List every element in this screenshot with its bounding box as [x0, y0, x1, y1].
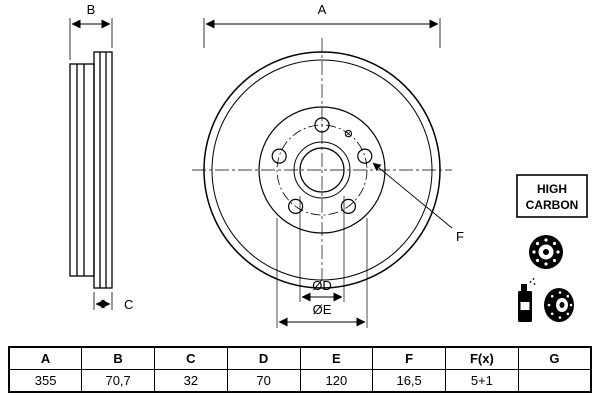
dimension-d: ØD [299, 196, 345, 302]
dimension-f: F [372, 162, 464, 244]
hat-section-outline [69, 63, 95, 277]
header-cell-e: E [299, 346, 374, 370]
bolt-hole [340, 198, 356, 214]
header-cell-g: G [517, 346, 592, 370]
value-cell-a: 355 [8, 369, 83, 393]
value-cell-f: 16,5 [372, 369, 446, 393]
header-cell-f: F [372, 346, 446, 370]
locating-pin-hole [344, 129, 353, 138]
header-cell-d: D [226, 346, 301, 370]
value-cell-e: 120 [299, 369, 374, 393]
header-cell-fx: F(x) [445, 346, 519, 370]
header-cell-c: C [154, 346, 228, 370]
dimension-c: C [93, 292, 133, 312]
bolt-hole [271, 148, 287, 164]
dimension-a: A [203, 2, 441, 48]
high-carbon-badge: HIGH CARBON [516, 174, 588, 218]
dimension-b: B [69, 2, 113, 60]
front-view [192, 38, 452, 289]
dim-e-label: ØE [313, 302, 332, 317]
value-cell-fx: 5+1 [445, 369, 519, 393]
dim-b-label: B [87, 2, 96, 17]
value-cell-b: 70,7 [81, 369, 155, 393]
bolt-hole [357, 148, 373, 164]
dimension-table: A B C D E F F(x) G 355 70,7 32 70 120 16… [8, 346, 592, 393]
brake-disc-icon [529, 235, 563, 269]
dim-d-label: ØD [312, 278, 332, 293]
disc-section-outline [93, 51, 113, 289]
drawing-canvas: B C [69, 2, 588, 328]
dim-a-label: A [318, 2, 327, 17]
spray-can-icon [518, 278, 536, 322]
high-carbon-line2: CARBON [526, 198, 579, 212]
dim-f-label: F [456, 229, 464, 244]
high-carbon-line1: HIGH [537, 182, 567, 196]
dim-c-label: C [124, 297, 133, 312]
side-view [69, 51, 113, 289]
header-cell-a: A [8, 346, 83, 370]
value-cell-g [517, 369, 592, 393]
value-cell-c: 32 [154, 369, 228, 393]
dimension-e: ØE [276, 218, 368, 328]
table-value-row: 355 70,7 32 70 120 16,5 5+1 [8, 369, 592, 393]
bolt-hole [288, 198, 304, 214]
header-cell-b: B [81, 346, 155, 370]
table-header-row: A B C D E F F(x) G [8, 346, 592, 370]
value-cell-d: 70 [226, 369, 301, 393]
coated-disc-icon [544, 288, 574, 322]
